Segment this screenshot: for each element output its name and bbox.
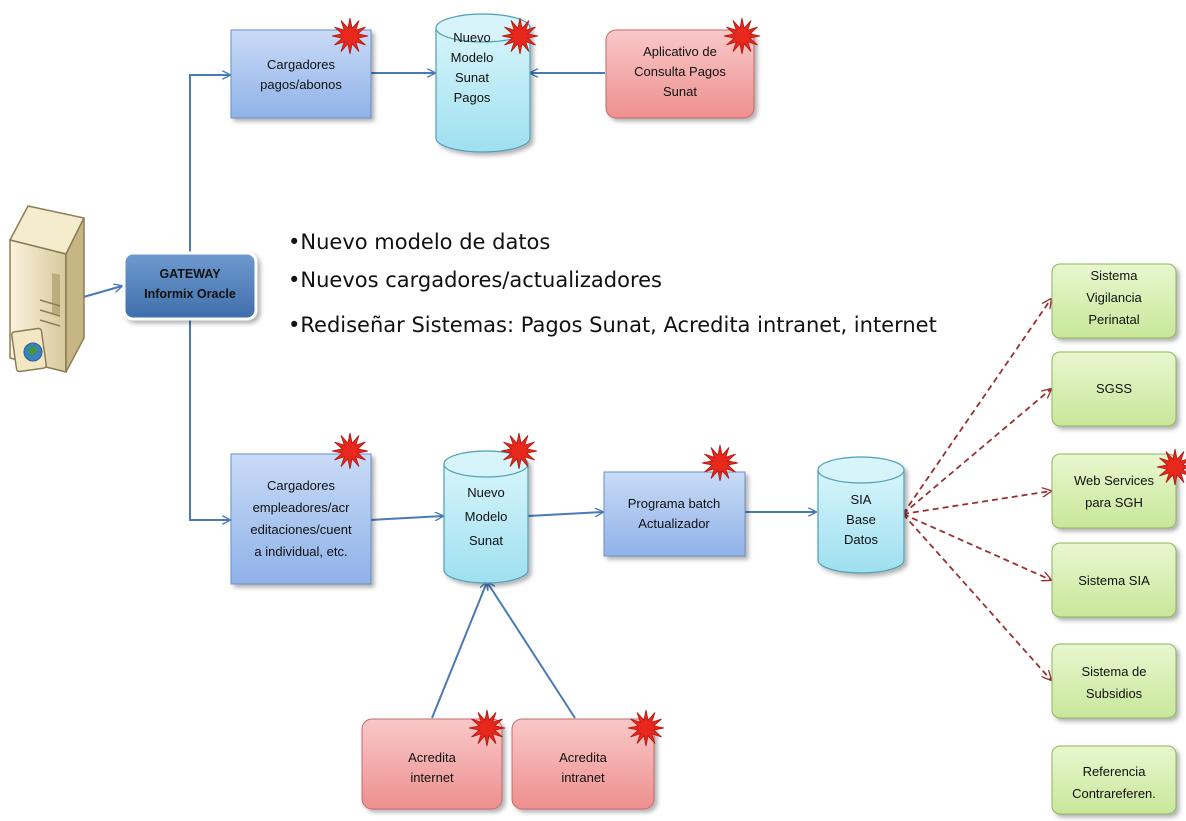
acredita-internet-to-db-arrow	[431, 582, 487, 719]
subsidios-line-1: Sistema de	[1081, 664, 1146, 679]
star-top-loader-icon	[331, 17, 369, 55]
acredita-internet-line-1: Acredita	[408, 750, 456, 765]
perinatal-line-3: Perinatal	[1088, 312, 1139, 327]
bullet-list: •Nuevo modelo de datos •Nuevos cargadore…	[288, 230, 937, 337]
batch-program-box: Programa batch Actualizador	[603, 471, 746, 557]
star-consulta-app-icon	[723, 17, 761, 55]
sgss-label: SGSS	[1096, 381, 1132, 396]
acredita-intranet-to-db-arrow	[487, 582, 576, 719]
sia-db-line-2: Base	[846, 512, 876, 527]
batch-line-2: Actualizador	[638, 516, 710, 531]
server-to-gateway-arrow	[79, 286, 122, 299]
bullet-3: •Rediseñar Sistemas: Pagos Sunat, Acredi…	[288, 313, 937, 337]
red-dashed-connectors	[902, 299, 1051, 680]
bottom-loader-box: Cargadores empleadores/acr editaciones/c…	[230, 453, 372, 585]
subsidios-line-2: Subsidios	[1086, 686, 1143, 701]
server-icon	[8, 205, 86, 373]
acredita-intranet-box: Acredita intranet	[511, 718, 655, 810]
sistema-sia-label: Sistema SIA	[1078, 573, 1150, 588]
system-subsidios-box: Sistema de Subsidios	[1051, 643, 1177, 719]
referencia-line-2: Contrareferen.	[1072, 786, 1156, 801]
bottom-db-cylinder	[443, 450, 529, 584]
gateway-line-1: GATEWAY	[159, 267, 221, 281]
bottom-loader-to-db-arrow	[369, 516, 443, 521]
gateway-node	[122, 251, 258, 321]
top-db-cylinder	[435, 13, 531, 153]
db-to-batch-arrow	[527, 512, 603, 517]
top-loader-line-2: pagos/abonos	[260, 77, 342, 92]
top-loader-line-1: Cargadores	[267, 57, 335, 72]
consulta-app-box: Aplicativo de Consulta Pagos Sunat	[605, 29, 755, 119]
top-db-line-1: Nuevo	[453, 30, 491, 45]
webservices-line-1: Web Services	[1074, 473, 1154, 488]
gateway-line-2: Informix Oracle	[144, 287, 236, 301]
sia-to-perinatal-arrow	[902, 299, 1051, 515]
bottom-db-line-2: Modelo	[465, 509, 508, 524]
system-sgss-box: SGSS	[1051, 351, 1177, 427]
batch-line-1: Programa batch	[628, 496, 721, 511]
top-db-line-3: Sunat	[455, 70, 489, 85]
system-referencia-box: Referencia Contrareferen.	[1051, 745, 1177, 815]
star-bottom-db-icon	[500, 432, 538, 470]
top-db-line-2: Modelo	[451, 50, 494, 65]
star-bottom-loader-icon	[331, 432, 369, 470]
acredita-intranet-line-1: Acredita	[559, 750, 607, 765]
star-top-db-icon	[501, 17, 539, 55]
bottom-loader-line-3: editaciones/cuent	[250, 522, 352, 537]
sia-to-sgss-arrow	[902, 389, 1051, 515]
bottom-loader-line-4: a individual, etc.	[254, 544, 347, 559]
acredita-internet-line-2: internet	[410, 770, 454, 785]
star-batch-icon	[701, 444, 739, 482]
star-acredita-intranet-icon	[627, 709, 665, 747]
sia-db-line-3: Datos	[844, 532, 878, 547]
webservices-line-2: para SGH	[1085, 495, 1143, 510]
sia-db-cylinder	[817, 456, 905, 574]
bottom-db-line-3: Sunat	[469, 533, 503, 548]
consulta-app-line-1: Aplicativo de	[643, 44, 717, 59]
system-perinatal-box: Sistema Vigilancia Perinatal	[1051, 263, 1177, 339]
consulta-app-line-2: Consulta Pagos	[634, 64, 726, 79]
bottom-loader-line-2: empleadores/acr	[253, 500, 350, 515]
consulta-app-line-3: Sunat	[663, 84, 697, 99]
bottom-db-line-1: Nuevo	[467, 485, 505, 500]
sia-to-subsidios-arrow	[902, 513, 1051, 680]
bullet-2: •Nuevos cargadores/actualizadores	[288, 268, 662, 292]
system-sia-box: Sistema SIA	[1051, 542, 1177, 618]
perinatal-line-1: Sistema	[1091, 268, 1139, 283]
new-markers	[331, 17, 1186, 747]
sia-to-sistema-sia-arrow	[902, 513, 1051, 580]
sia-to-webservices-arrow	[902, 491, 1051, 515]
top-loader-box: Cargadores pagos/abonos	[230, 29, 372, 119]
blue-connectors	[79, 73, 816, 719]
referencia-line-1: Referencia	[1083, 764, 1147, 779]
bullet-1: •Nuevo modelo de datos	[288, 230, 550, 254]
bottom-loader-line-1: Cargadores	[267, 478, 335, 493]
top-db-line-4: Pagos	[454, 90, 491, 105]
perinatal-line-2: Vigilancia	[1086, 290, 1142, 305]
acredita-intranet-line-2: intranet	[561, 770, 605, 785]
star-web-services-icon	[1156, 448, 1186, 486]
sia-db-line-1: SIA	[851, 492, 872, 507]
acredita-internet-box: Acredita internet	[361, 718, 503, 810]
system-webservices-box: Web Services para SGH	[1051, 453, 1177, 529]
star-acredita-internet-icon	[468, 709, 506, 747]
